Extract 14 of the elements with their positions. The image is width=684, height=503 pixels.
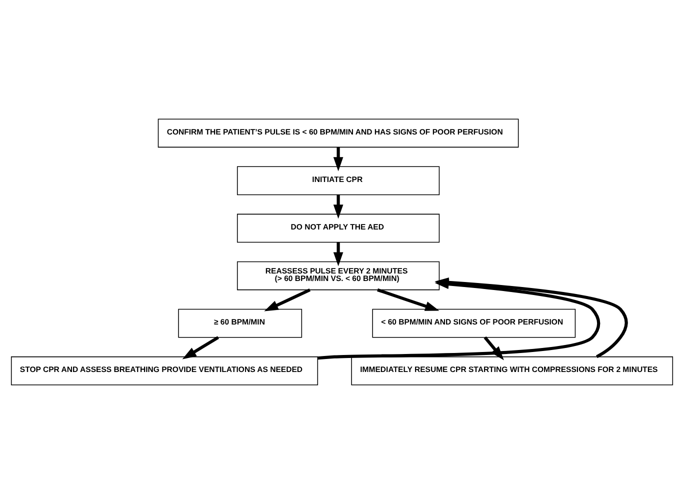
node-box: INITIATE CPR xyxy=(236,166,440,195)
arrow xyxy=(484,336,504,360)
arrow xyxy=(333,194,344,218)
node-box: DO NOT APPLY THE AED xyxy=(236,213,440,242)
node-box: CONFIRM THE PATIENT’S PULSE IS < 60 BPM/MIN AND HAS SIGNS OF POOR PERFUSION xyxy=(158,118,519,148)
node-box: STOP CPR AND ASSESS BREATHING PROVIDE VENTILATIONS AS NEEDED xyxy=(10,356,318,385)
arrow xyxy=(264,288,311,311)
node-box: < 60 BPM/MIN AND SIGNS OF POOR PERFUSION xyxy=(372,308,576,338)
arrow xyxy=(182,336,220,359)
arrow xyxy=(333,242,344,266)
node-box: REASSESS PULSE EVERY 2 MINUTES (> 60 BPM/MIN VS. < 60 BPM/MIN) xyxy=(236,260,440,290)
node-box: ≥ 60 BPM/MIN xyxy=(178,308,302,338)
node-box: IMMEDIATELY RESUME CPR STARTING WITH COMPRESSIONS FOR 2 MINUTES xyxy=(351,356,674,385)
arrow xyxy=(333,146,344,171)
